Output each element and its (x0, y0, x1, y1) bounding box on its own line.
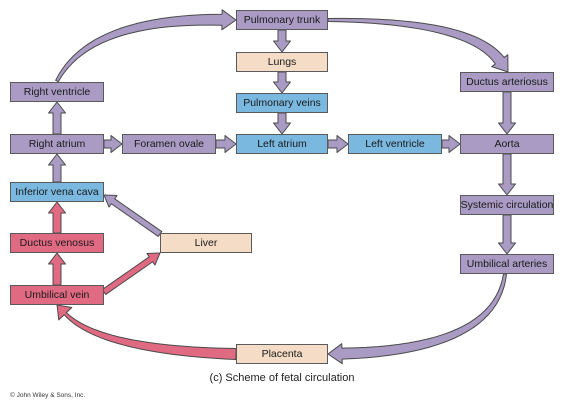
arrow-umbilical-vein-to-liver (101, 252, 161, 295)
arrow-liver-to-inferior-vena-cava (103, 194, 163, 237)
node-inferior-vena-cava: Inferior vena cava (10, 182, 104, 202)
arrow-umbilical-arteries-to-placenta (327, 273, 507, 365)
node-right-ventricle: Right ventricle (10, 82, 104, 102)
arrow-placenta-to-umbilical-vein (56, 304, 237, 360)
arrow-foramen-ovale-to-left-atrium (215, 135, 237, 153)
arrow-pulmonary-trunk-to-ductus-arteriosus (327, 17, 509, 73)
arrow-ductus-venosus-to-inferior-vena-cava (48, 201, 66, 234)
node-aorta: Aorta (460, 134, 554, 154)
arrow-right-atrium-to-right-ventricle (48, 101, 66, 135)
node-pulmonary-trunk: Pulmonary trunk (236, 10, 328, 30)
node-foramen-ovale: Foramen ovale (122, 134, 216, 154)
arrow-umbilical-vein-to-ductus-venosus (48, 252, 66, 286)
node-ductus-arteriosus: Ductus arteriosus (460, 72, 554, 92)
figure-caption: (c) Scheme of fetal circulation (209, 372, 355, 384)
node-ductus-venosus: Ductus venosus (10, 233, 104, 253)
node-liver: Liver (160, 233, 252, 253)
node-umbilical-vein: Umbilical vein (10, 285, 104, 305)
arrow-lungs-to-pulmonary-veins (273, 71, 291, 94)
node-right-atrium: Right atrium (10, 134, 104, 154)
copyright-notice: © John Wiley & Sons, Inc. (10, 392, 86, 399)
arrow-right-atrium-to-foramen-ovale (103, 135, 123, 153)
node-systemic-circulation: Systemic circulation (460, 195, 554, 215)
node-pulmonary-veins: Pulmonary veins (236, 93, 328, 113)
arrow-left-atrium-to-left-ventricle (327, 135, 349, 153)
arrow-rv-to-pulmonary-trunk (55, 9, 237, 83)
node-lungs: Lungs (236, 52, 328, 72)
arrow-aorta-to-systemic-circulation (498, 153, 516, 196)
node-umbilical-arteries: Umbilical arteries (460, 254, 554, 274)
arrow-pulmonary-trunk-to-lungs (273, 29, 291, 53)
arrow-inferior-vena-cava-to-right-atrium (48, 153, 66, 183)
node-left-atrium: Left atrium (236, 134, 328, 154)
arrow-ductus-arteriosus-to-aorta (498, 91, 516, 135)
arrow-pulmonary-veins-to-left-atrium (273, 112, 291, 135)
arrow-left-ventricle-to-aorta (441, 135, 461, 153)
arrow-systemic-circulation-to-umbilical-arteries (498, 214, 516, 255)
node-left-ventricle: Left ventricle (348, 134, 442, 154)
node-placenta: Placenta (236, 344, 328, 364)
